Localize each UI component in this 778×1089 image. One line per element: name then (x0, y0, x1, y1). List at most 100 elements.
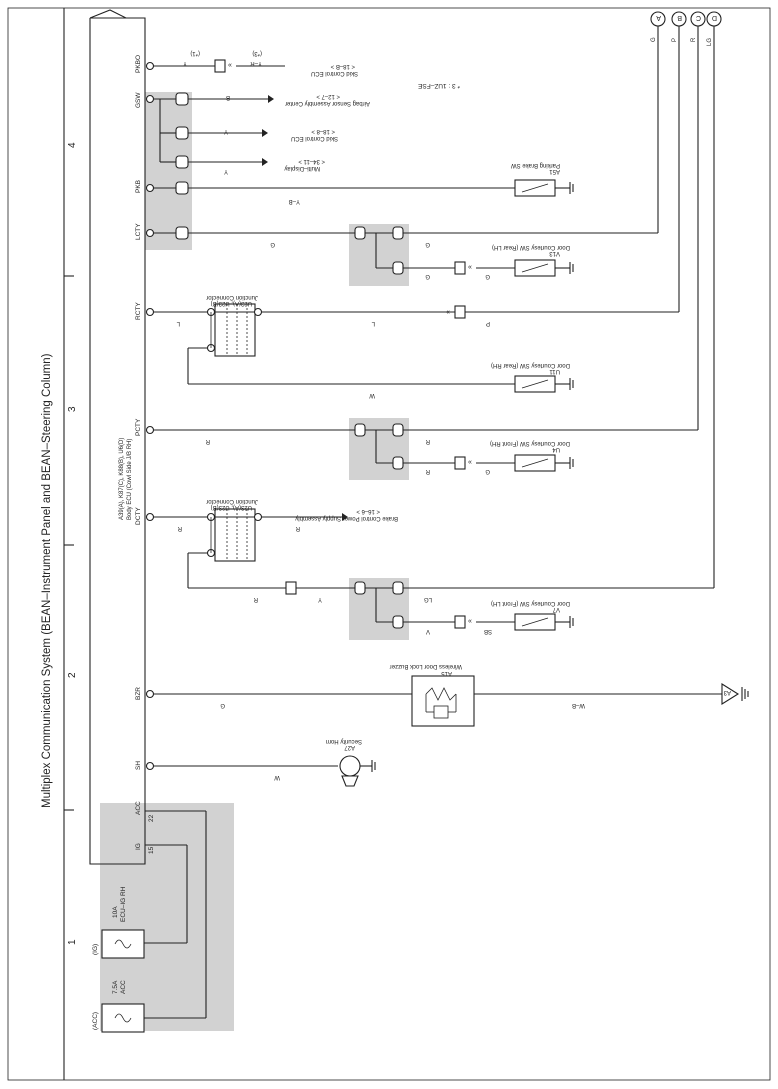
switch-contact (521, 617, 549, 627)
pin-number: 15 (148, 846, 155, 854)
pin-name: IG (135, 843, 142, 850)
splice-right (392, 226, 404, 240)
wire-color: W (274, 774, 280, 780)
wire-color: B (226, 94, 230, 100)
component-name: Door Courtesy SW (Front LH) (491, 600, 570, 606)
arrow-icon (342, 513, 348, 521)
component-ref: < 18–B > (330, 63, 355, 69)
wire-color: Y (224, 168, 228, 174)
fuse-shade (100, 803, 234, 1031)
wire-color: R (425, 468, 430, 474)
pin-name: DCTY (135, 507, 142, 525)
body-ecu-outline (89, 9, 146, 865)
component-ref: < 12–7 > (316, 93, 340, 99)
splice-right (392, 581, 404, 595)
wire-color: Y (224, 128, 228, 134)
component-name: Parking Brake SW (511, 162, 560, 168)
pin-terminal (145, 183, 155, 193)
ref-circle-b (671, 11, 687, 27)
pin-terminal (145, 425, 155, 435)
connector-rl (454, 261, 466, 275)
ref-circle-a (650, 11, 666, 27)
component-name: Door Courtesy SW (Rear RH) (491, 362, 570, 368)
splice-right (392, 423, 404, 437)
buzzer-resistor (425, 687, 457, 701)
pin-name: PKBO (135, 55, 142, 73)
pin-terminal (145, 307, 155, 317)
pin-terminal (145, 689, 155, 699)
connector-gsw (175, 92, 189, 106)
pin-name: PKB (135, 180, 142, 193)
grid-number: 2 (67, 672, 78, 678)
chevron-icon: « (468, 618, 472, 625)
wire-color: R (177, 525, 182, 531)
wire-color: P (672, 38, 678, 42)
ecu-name: Body ECU (Cowl Side J/B RH) (127, 439, 133, 520)
ref-circle-c (690, 11, 706, 27)
component-ref: < 34–11 > (298, 158, 325, 164)
pin-terminal (145, 61, 155, 71)
wire-color: G (425, 241, 430, 247)
ground-tag: A3 (723, 689, 731, 695)
wire-color: G (220, 702, 225, 708)
fuse-tag: (IG) (92, 944, 99, 955)
ecu-pin-terminals (145, 61, 155, 771)
wire-color: LG (424, 596, 432, 602)
wire-color: R (253, 596, 258, 602)
component-name: Skid Control ECU (311, 70, 358, 76)
component-name: Airbag Sensor Assembly Center (285, 100, 370, 106)
wire-color: W–B (572, 702, 585, 708)
junction-connector-2 (214, 508, 256, 562)
wire-color: Y–B (289, 198, 300, 204)
wireless-buzzer (411, 675, 475, 727)
grid-number: 4 (67, 142, 78, 148)
connector-rcty (454, 305, 466, 319)
splice-lower (392, 615, 404, 629)
wire-color: SB (484, 628, 492, 634)
fuse-name: ACC (120, 980, 127, 994)
wire-color: R (425, 438, 430, 444)
chevron-icon: « (468, 264, 472, 271)
wire-color: LG (707, 38, 713, 46)
ref-letter: B (677, 14, 682, 21)
wire-color: G (485, 273, 490, 279)
wire-color: Y (183, 60, 187, 66)
connector-fl (454, 615, 466, 629)
connector-skid2 (175, 126, 189, 140)
wire-color: V (426, 628, 430, 634)
arrow-icon (268, 95, 274, 103)
component-id: V7 (552, 606, 560, 612)
chevron-icon: « (446, 309, 450, 316)
pin-terminal (145, 228, 155, 238)
grid-number: 1 (67, 939, 78, 945)
ground-point-icon (721, 683, 740, 705)
component-id: A15 (441, 670, 452, 676)
component-name: Security Horn (326, 738, 362, 744)
footnote: * 3 : 1UZ–FSE (417, 82, 460, 89)
splice-left (354, 226, 366, 240)
wire-color: Y–R (250, 60, 262, 66)
component-name: Junction Connector (206, 294, 258, 300)
splice-left (354, 423, 366, 437)
chevron-icon: « (468, 459, 472, 466)
arrow-icon (262, 129, 268, 137)
jc-terminal (253, 307, 263, 317)
component-id: U4 (552, 446, 560, 452)
fuse-icon (114, 939, 132, 949)
arrow-icon (262, 158, 268, 166)
component-name: Door Courtesy SW (Rear LH) (492, 244, 570, 250)
ecu-shade (145, 92, 192, 250)
ref-letter: C (696, 14, 701, 21)
switch-contact (521, 379, 549, 389)
component-name: Wireless Door Lock Buzzer (390, 663, 462, 669)
component-id: A27 (344, 744, 355, 750)
connector-dcty (285, 581, 297, 595)
connector-tag: (*3) (252, 50, 262, 56)
connector-fr (454, 456, 466, 470)
pin-name: GSW (135, 92, 142, 108)
wire-color: R (691, 37, 697, 42)
component-name: Multi–Display (284, 165, 320, 171)
splice-left (354, 581, 366, 595)
component-id: V13 (549, 250, 560, 256)
security-horn-icon (339, 755, 361, 777)
